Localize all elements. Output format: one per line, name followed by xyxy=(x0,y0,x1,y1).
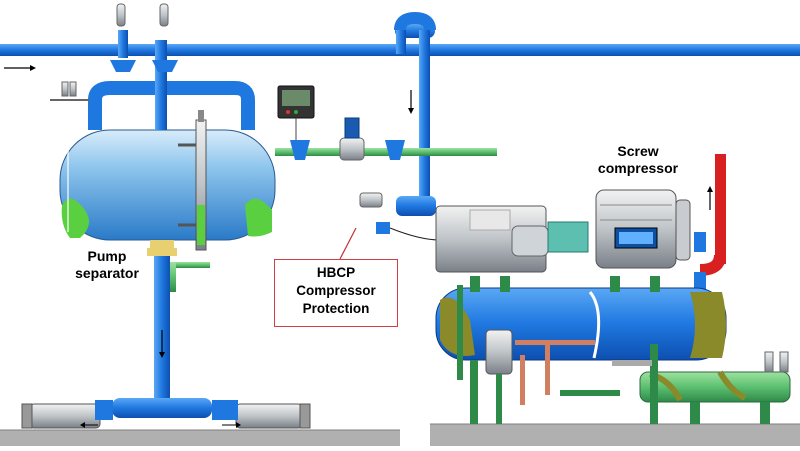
discharge-pipe xyxy=(694,154,726,302)
suction-inlet xyxy=(359,192,436,216)
flow-arrow-icon xyxy=(4,65,414,114)
suction-header-pipe xyxy=(0,11,800,200)
screw-compressor-label-line-2: compressor xyxy=(597,159,679,176)
downcomer-pipe xyxy=(112,240,212,418)
screw-compressor-label-line-1: Screw xyxy=(617,143,659,159)
pump-separator-label: Pump separator xyxy=(62,248,152,282)
level-sensor-icon xyxy=(178,110,207,251)
hbcp-label-line-3: Protection xyxy=(302,301,370,316)
pump-separator-label-line-2: separator xyxy=(75,264,139,281)
oil-piping xyxy=(457,285,595,424)
screw-compressor-label: Screw compressor xyxy=(578,143,698,177)
screw-compressor xyxy=(435,189,691,273)
valve-icon xyxy=(339,117,365,161)
pump-separator-vessel xyxy=(59,129,276,241)
liquid-pump-left xyxy=(21,400,113,429)
separator-loop-pipe xyxy=(88,30,255,130)
skid-frame xyxy=(470,344,658,424)
hbcp-label-box: HBCP Compressor Protection xyxy=(274,259,398,327)
oil-cooler xyxy=(639,351,791,424)
hbcp-label-line-1: HBCP xyxy=(316,265,356,280)
oil-separator-vessel xyxy=(435,276,727,361)
liquid-pump-right xyxy=(212,400,311,429)
hbcp-label: HBCP Compressor Protection xyxy=(275,264,397,318)
hbcp-connector xyxy=(339,222,441,260)
controller-icon xyxy=(277,85,315,140)
pump-separator-label-line-1: Pump xyxy=(87,248,127,264)
relief-valves xyxy=(50,3,169,101)
hbcp-label-line-2: Compressor xyxy=(296,283,376,298)
liquid-line xyxy=(170,140,497,292)
floor xyxy=(0,423,800,446)
